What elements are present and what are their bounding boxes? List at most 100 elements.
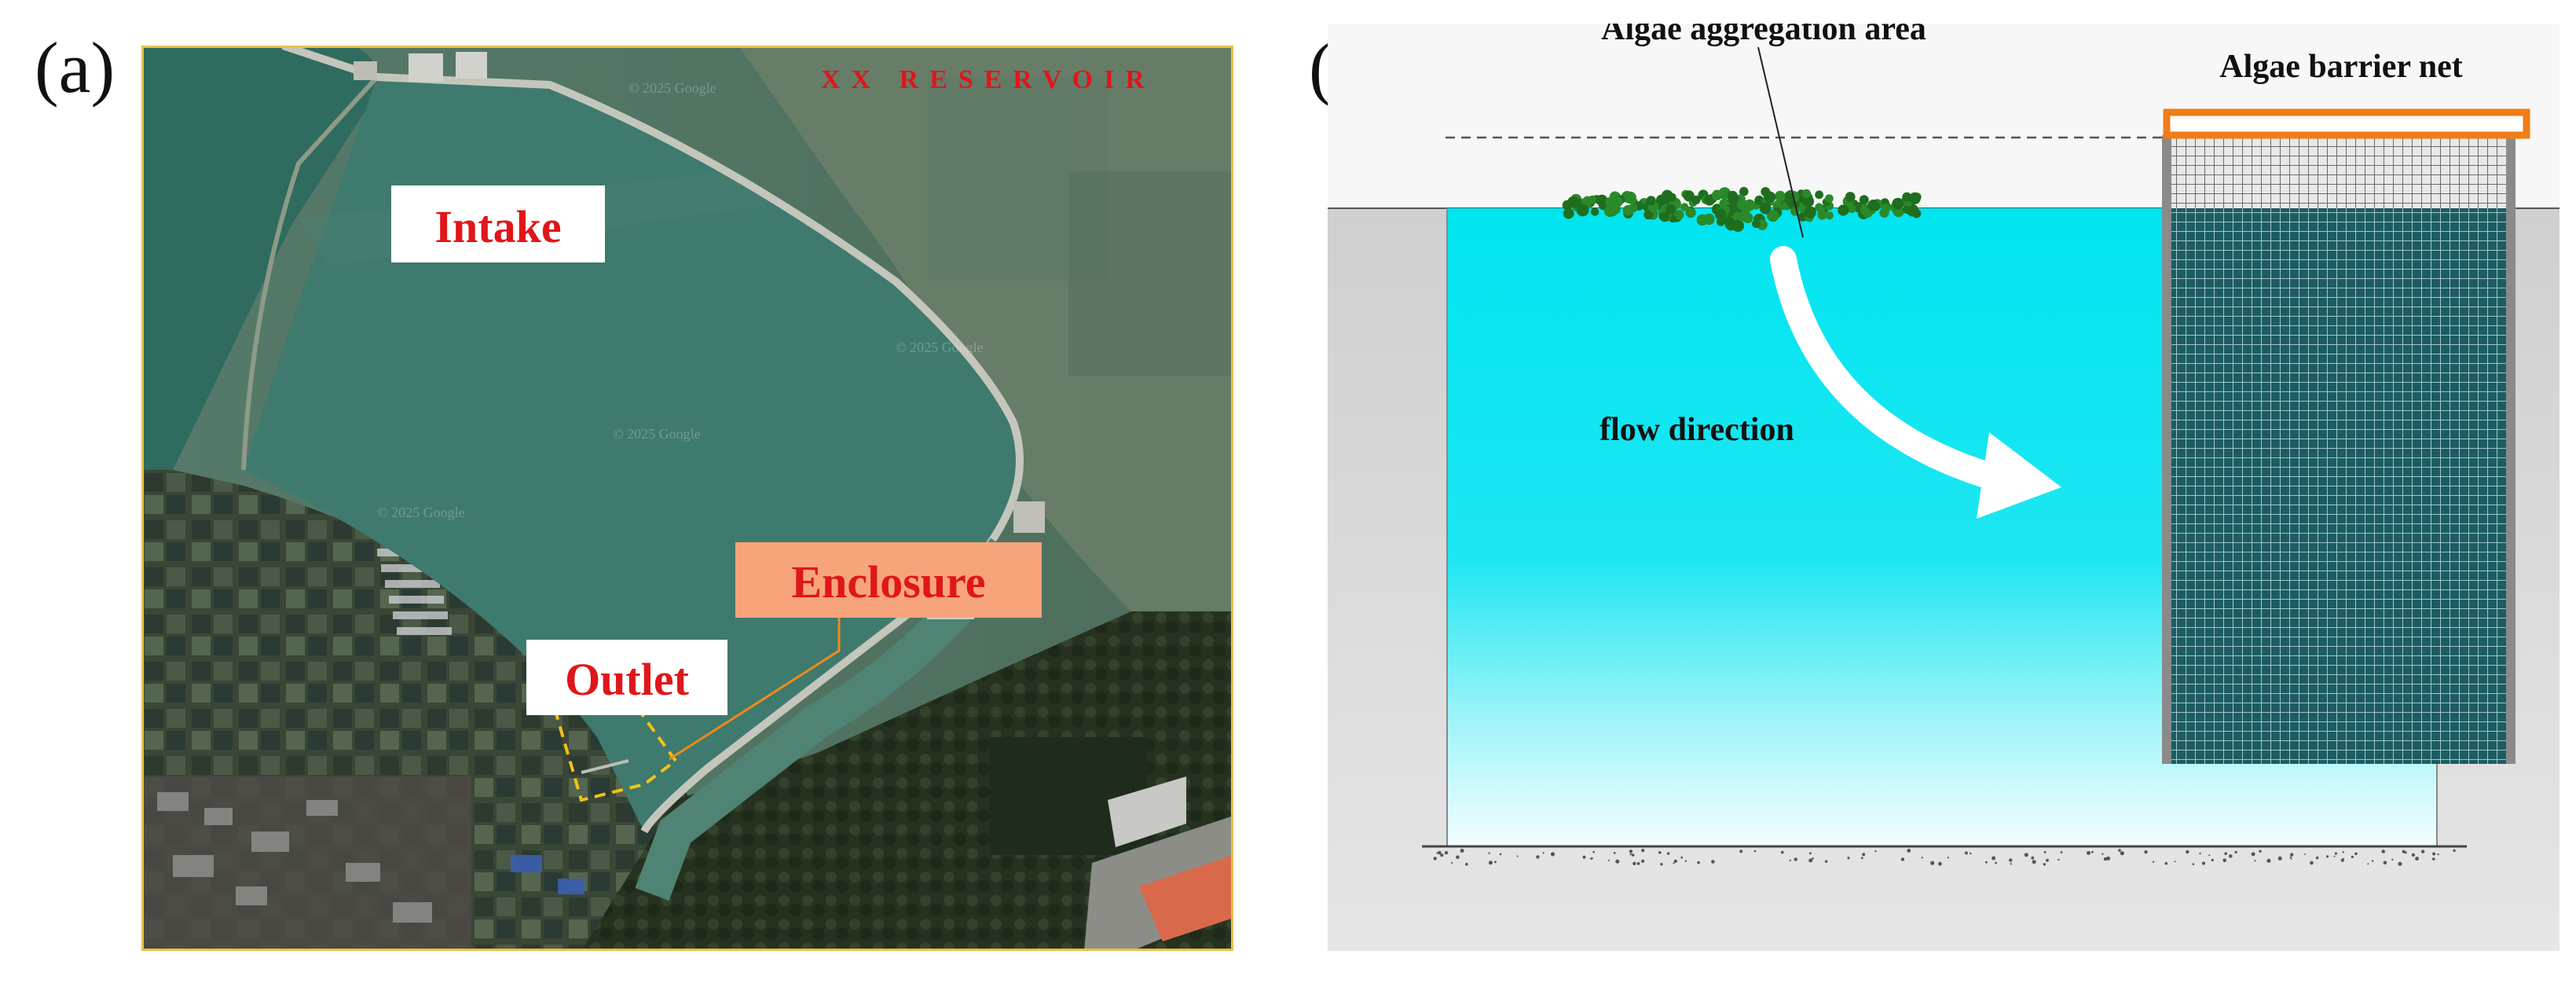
gravel-particle xyxy=(1685,860,1687,861)
gravel-particle xyxy=(1739,850,1742,853)
gravel-particle xyxy=(1629,850,1632,853)
algae-particle xyxy=(1815,190,1823,199)
gravel-particle xyxy=(2304,853,2306,855)
algae-aggregation-label: Algae aggregation area xyxy=(1601,24,1926,47)
gravel-particle xyxy=(2335,852,2337,854)
gravel-particle xyxy=(2432,853,2435,856)
algae-particle xyxy=(1680,203,1688,211)
gravel-particle xyxy=(2351,856,2354,858)
algae-particle xyxy=(1659,212,1669,222)
gravel-particle xyxy=(1614,852,1616,854)
gravel-particle xyxy=(1438,851,1442,855)
gravel-particle xyxy=(2186,850,2189,853)
gravel-particle xyxy=(1615,860,1619,864)
gravel-particle xyxy=(1517,856,1519,857)
algae-particle xyxy=(1775,191,1786,202)
enclosure-label-box: Enclosure xyxy=(735,542,1042,618)
gravel-particle xyxy=(2222,858,2226,862)
gravel-particle xyxy=(1985,861,1988,864)
gravel-particle xyxy=(1673,862,1674,864)
gravel-particle xyxy=(1930,861,1934,865)
gravel-particle xyxy=(1995,862,1997,864)
gravel-particle xyxy=(2025,853,2028,857)
gravel-particle xyxy=(2367,863,2369,864)
gravel-particle xyxy=(1809,852,1812,854)
gravel-particle xyxy=(2326,855,2329,857)
algae-particle xyxy=(1717,218,1725,226)
algae-particle xyxy=(1563,208,1574,219)
algae-particle xyxy=(1817,207,1825,215)
algae-particle xyxy=(1703,214,1714,225)
outlet-label-box: Outlet xyxy=(526,640,727,715)
gravel-particle xyxy=(1551,852,1555,856)
algae-particle xyxy=(1623,205,1633,215)
panel-a-letter: (a) xyxy=(35,31,115,104)
algae-particle xyxy=(1752,220,1761,229)
gravel-particle xyxy=(2208,854,2210,856)
gravel-particle xyxy=(2372,860,2373,861)
gravel-particle xyxy=(1781,851,1784,854)
reservoir-satellite-map: © 2025 Google © 2025 Google © 2025 Googl… xyxy=(141,46,1233,951)
enclosure-label: Enclosure xyxy=(791,556,985,607)
gravel-particle xyxy=(2398,862,2402,866)
gravel-particle xyxy=(2009,858,2012,861)
gravel-particle xyxy=(2174,861,2175,862)
gravel-particle xyxy=(2153,861,2154,863)
algae-particle xyxy=(1733,212,1742,222)
barrier-net-float xyxy=(2167,112,2527,135)
watermark-4: © 2025 Google xyxy=(377,505,465,520)
gravel-particle xyxy=(1922,857,1923,858)
watermark-3: © 2025 Google xyxy=(613,426,701,442)
gravel-particle xyxy=(1847,857,1849,859)
algae-particle xyxy=(1760,203,1772,215)
gravel-particle xyxy=(1637,862,1640,865)
gravel-particle xyxy=(1500,853,1502,856)
gravel-particle xyxy=(1808,859,1812,863)
algae-particle xyxy=(1612,196,1623,207)
gravel-particle xyxy=(1460,849,1464,853)
intake-label: Intake xyxy=(434,201,561,252)
gravel-particle xyxy=(1543,852,1545,853)
gravel-particle xyxy=(2266,859,2270,863)
algae-particle xyxy=(1881,204,1890,213)
barrier-net xyxy=(2162,135,2516,764)
algae-particle xyxy=(1591,207,1599,215)
algae-particle xyxy=(1742,213,1753,223)
gravel-particle xyxy=(2058,859,2059,861)
gravel-particle xyxy=(2354,853,2358,856)
gravel-particle xyxy=(1632,862,1636,865)
cross-section-svg: Algae aggregation area Algae barrier net… xyxy=(1328,24,2560,951)
gravel-particle xyxy=(2061,851,2063,853)
gravel-particle xyxy=(1674,860,1677,863)
algae-particle xyxy=(1732,220,1744,232)
gravel-particle xyxy=(2310,861,2314,865)
algae-particle xyxy=(1571,197,1581,207)
gravel-particle xyxy=(1862,853,1865,856)
barrier-net-cross-section: Algae aggregation area Algae barrier net… xyxy=(1328,24,2560,951)
algae-particle xyxy=(1684,190,1695,201)
gravel-particle xyxy=(1658,851,1662,854)
gravel-particle xyxy=(1680,857,1683,859)
gravel-particle xyxy=(1938,862,1942,866)
gravel-particle xyxy=(2044,851,2047,853)
gravel-particle xyxy=(2211,859,2214,861)
gravel-particle xyxy=(2087,851,2090,855)
algae-particle xyxy=(1848,205,1856,214)
gravel-particle xyxy=(2341,859,2344,862)
outlet-label: Outlet xyxy=(565,654,690,705)
algae-particle xyxy=(1911,196,1920,204)
gravel-particle xyxy=(1536,855,1539,858)
gravel-particle xyxy=(1660,863,1662,865)
gravel-particle xyxy=(2343,851,2344,853)
gravel-particle xyxy=(2252,852,2255,856)
gravel-particle xyxy=(2432,857,2435,861)
algae-particle xyxy=(1785,193,1793,200)
gravel-particle xyxy=(2384,861,2387,864)
gravel-particle xyxy=(1445,851,1448,854)
gravel-particle xyxy=(2031,857,2034,860)
algae-particle xyxy=(1647,196,1656,205)
gravel-particle xyxy=(1583,856,1586,859)
gravel-particle xyxy=(1992,857,1995,861)
algae-particle xyxy=(1802,189,1811,198)
gravel-particle xyxy=(1697,861,1700,864)
